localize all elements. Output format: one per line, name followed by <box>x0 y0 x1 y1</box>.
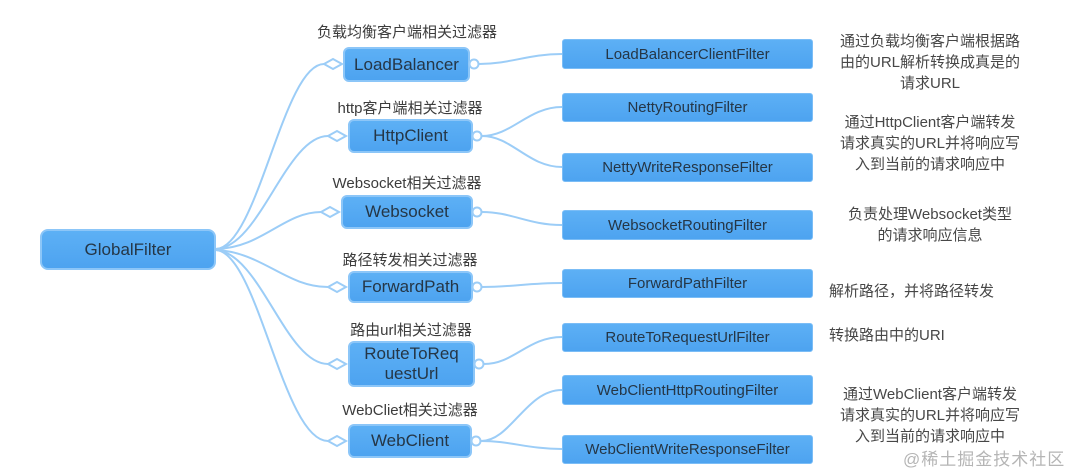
connector-root-websocket <box>215 211 322 250</box>
node-loadbalancer[interactable]: LoadBalancer <box>343 47 470 82</box>
description-line: 入到当前的请求响应中 <box>854 428 1005 445</box>
node-globalfilter[interactable]: GlobalFilter <box>40 229 216 270</box>
description-line: 通过负载均衡客户端根据路 <box>839 33 1020 50</box>
description-loadbalancer: 通过负载均衡客户端根据路 由的URL解析转换成真是的 请求URL <box>818 31 1042 94</box>
connector-loadbalancer-loadbalancerclientfilter <box>478 53 563 65</box>
node-loadbalancerclientfilter[interactable]: LoadBalancerClientFilter <box>562 39 813 69</box>
connector-routetourl-routetorequesturlfilter <box>483 336 563 365</box>
node-webclienthttproutingfilter[interactable]: WebClientHttpRoutingFilter <box>562 375 813 405</box>
node-routetorequesturlfilter[interactable]: RouteToRequestUrlFilter <box>562 323 813 352</box>
description-line: 请求真实的URL并将响应写 <box>839 135 1020 152</box>
description-line: 转换路由中的URI <box>829 327 945 344</box>
description-line: 请求真实的URL并将响应写 <box>839 407 1020 424</box>
category-label-forwardpath: 路径转发相关过滤器 <box>342 252 478 269</box>
description-httpclient: 通过HttpClient客户端转发 请求真实的URL并将响应写 入到当前的请求响… <box>818 112 1042 175</box>
watermark: @稀土掘金技术社区 <box>903 450 1066 469</box>
node-websocket[interactable]: Websocket <box>341 195 473 229</box>
connector-httpclient-nettyroutingfilter <box>481 106 563 137</box>
diamond-handle-httpclient[interactable] <box>325 129 349 143</box>
connector-root-routetourl <box>215 249 329 365</box>
node-httpclient[interactable]: HttpClient <box>348 119 473 153</box>
circle-handle-httpclient[interactable] <box>471 130 483 142</box>
diamond-handle-forwardpath[interactable] <box>325 280 349 294</box>
connector-websocket-websocketroutingfilter <box>481 211 563 226</box>
category-label-loadbalancer: 负载均衡客户端相关过滤器 <box>316 24 498 41</box>
node-forwardpath[interactable]: ForwardPath <box>348 271 473 303</box>
connector-root-webclient <box>215 249 329 442</box>
description-line: 请求URL <box>899 75 960 92</box>
connector-root-loadbalancer <box>215 63 325 250</box>
circle-handle-forwardpath[interactable] <box>471 281 483 293</box>
node-nettywriteresponsefilter[interactable]: NettyWriteResponseFilter <box>562 153 813 182</box>
diamond-handle-routetourl[interactable] <box>325 357 349 371</box>
circle-handle-routetourl[interactable] <box>473 358 485 370</box>
node-nettyroutingfilter[interactable]: NettyRoutingFilter <box>562 93 813 122</box>
circle-handle-websocket[interactable] <box>471 206 483 218</box>
description-line: 通过HttpClient客户端转发 <box>844 114 1016 131</box>
diamond-handle-websocket[interactable] <box>318 205 342 219</box>
description-webclient: 通过WebClient客户端转发 请求真实的URL并将响应写 入到当前的请求响应… <box>818 384 1042 447</box>
node-routetorequesturl[interactable]: RouteToRequestUrl <box>348 341 475 387</box>
diamond-handle-webclient[interactable] <box>325 434 349 448</box>
description-line: 解析路径，并将路径转发 <box>829 283 995 300</box>
diamond-handle-loadbalancer[interactable] <box>321 57 345 71</box>
connector-root-httpclient <box>215 135 329 250</box>
category-label-httpclient: http客户端相关过滤器 <box>337 100 483 117</box>
description-line: 的请求响应信息 <box>877 227 983 244</box>
category-label-routetourl: 路由url相关过滤器 <box>350 322 472 339</box>
node-webclient[interactable]: WebClient <box>348 424 472 458</box>
category-label-webclient: WebCliet相关过滤器 <box>342 402 478 419</box>
node-forwardpathfilter[interactable]: ForwardPathFilter <box>562 269 813 298</box>
circle-handle-webclient[interactable] <box>470 435 482 447</box>
node-websocketroutingfilter[interactable]: WebsocketRoutingFilter <box>562 210 813 240</box>
description-forwardpath: 解析路径，并将路径转发 <box>818 281 1053 302</box>
description-line: 由的URL解析转换成真是的 <box>839 54 1020 71</box>
connector-forwardpath-forwardpathfilter <box>481 282 563 288</box>
description-line: 负责处理Websocket类型 <box>848 206 1012 223</box>
connector-webclient-webclienthttproutingfilter <box>480 389 563 442</box>
description-line: 入到当前的请求响应中 <box>854 156 1005 173</box>
description-websocket: 负责处理Websocket类型 的请求响应信息 <box>818 204 1042 246</box>
connector-root-forwardpath <box>215 249 329 288</box>
description-line: 通过WebClient客户端转发 <box>843 386 1017 403</box>
circle-handle-loadbalancer[interactable] <box>468 58 480 70</box>
connector-webclient-webclientwriteresponsefilter <box>480 440 563 450</box>
connector-httpclient-nettywriteresponsefilter <box>481 135 563 168</box>
node-webclientwriteresponsefilter[interactable]: WebClientWriteResponseFilter <box>562 435 813 464</box>
category-label-websocket: Websocket相关过滤器 <box>332 175 482 192</box>
description-routetourl: 转换路由中的URI <box>818 325 1053 346</box>
